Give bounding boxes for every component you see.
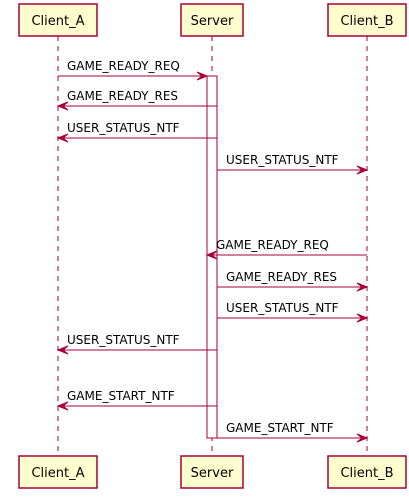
participant-bottom-client-b: Client_B xyxy=(327,455,407,489)
participant-label: Client_A xyxy=(31,466,84,481)
participant-label: Client_B xyxy=(340,466,393,481)
message-arrow-head xyxy=(356,165,369,175)
participant-label: Client_B xyxy=(340,14,393,29)
message-5-client-b-to-server: GAME_READY_REQ xyxy=(205,238,367,260)
message-7-server-to-client-b: USER_STATUS_NTF xyxy=(217,301,369,323)
message-6-server-to-client-b: GAME_READY_RES xyxy=(217,270,369,292)
message-arrow-head xyxy=(56,133,69,143)
participant-label: Server xyxy=(191,14,234,29)
message-2-server-to-client-a: GAME_READY_RES xyxy=(56,89,217,111)
message-label: GAME_READY_REQ xyxy=(67,59,180,73)
message-arrow-head xyxy=(356,282,369,292)
message-arrow-head xyxy=(56,101,69,111)
message-4-server-to-client-b: USER_STATUS_NTF xyxy=(217,153,369,175)
participant-top-client-b: Client_B xyxy=(327,3,407,37)
message-label: USER_STATUS_NTF xyxy=(67,333,180,347)
message-3-server-to-client-a: USER_STATUS_NTF xyxy=(56,121,217,143)
participant-bottom-client-a: Client_A xyxy=(18,455,98,489)
message-8-server-to-client-a: USER_STATUS_NTF xyxy=(56,333,217,355)
messages-group: GAME_READY_REQ GAME_READY_RES USER_STATUS_… xyxy=(56,59,369,443)
message-arrow-head xyxy=(356,313,369,323)
message-arrow-head xyxy=(205,250,218,260)
message-label: GAME_READY_RES xyxy=(67,89,178,103)
message-9-server-to-client-a: GAME_START_NTF xyxy=(56,389,217,411)
participant-top-client-a: Client_A xyxy=(18,3,98,37)
participant-label: Server xyxy=(191,466,234,481)
message-label: GAME_START_NTF xyxy=(226,421,334,435)
participant-label: Client_A xyxy=(31,14,84,29)
message-arrow-head xyxy=(56,345,69,355)
participant-top-server: Server xyxy=(180,3,244,37)
message-arrow-head xyxy=(56,401,69,411)
message-arrow-head xyxy=(196,71,209,81)
message-1-client-a-to-server: GAME_READY_REQ xyxy=(58,59,209,81)
message-label: GAME_READY_REQ xyxy=(216,238,329,252)
message-label: GAME_READY_RES xyxy=(226,270,337,284)
message-label: GAME_START_NTF xyxy=(67,389,175,403)
message-arrow-head xyxy=(356,433,369,443)
message-label: USER_STATUS_NTF xyxy=(67,121,180,135)
message-label: USER_STATUS_NTF xyxy=(226,301,339,315)
participant-bottom-server: Server xyxy=(180,455,244,489)
message-label: USER_STATUS_NTF xyxy=(226,153,339,167)
message-10-server-to-client-b: GAME_START_NTF xyxy=(217,421,369,443)
